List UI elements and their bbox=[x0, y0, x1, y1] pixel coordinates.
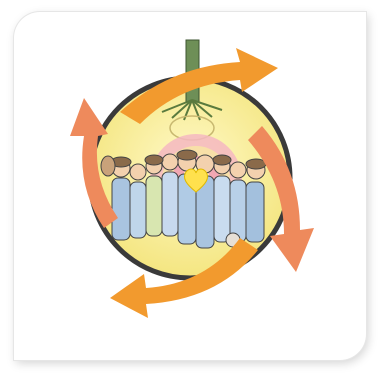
drum-icon bbox=[101, 156, 115, 176]
people-group-icon bbox=[101, 150, 266, 248]
